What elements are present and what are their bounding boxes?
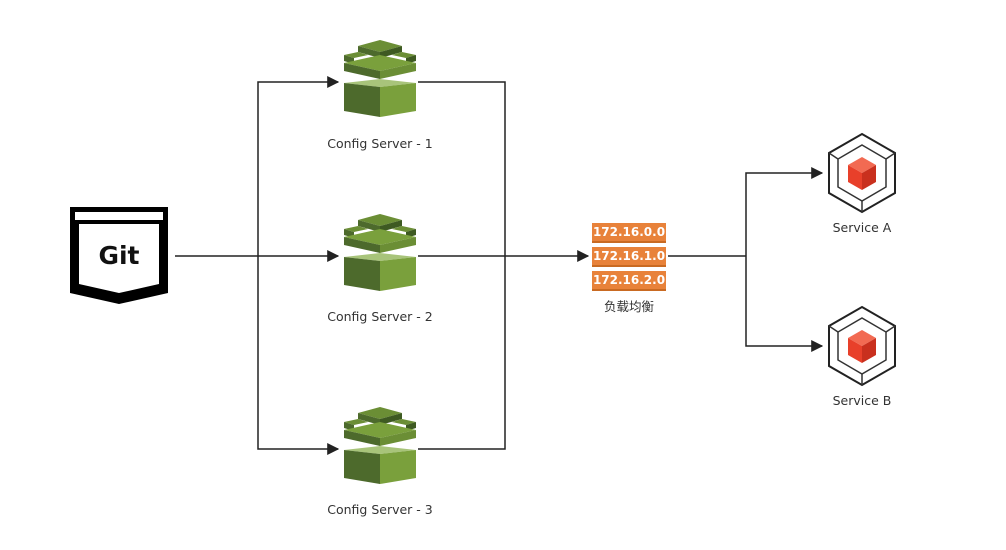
edge-server-1-out xyxy=(418,81,506,256)
hexagon-cube-icon xyxy=(828,306,896,386)
git-label: Git xyxy=(98,241,139,270)
edge-git-to-server-1 xyxy=(257,76,340,256)
config-server-1-label: Config Server - 1 xyxy=(327,136,432,151)
service-a-label: Service A xyxy=(833,220,892,235)
edge-git-to-server-3 xyxy=(257,256,340,455)
config-server-3-label: Config Server - 3 xyxy=(327,502,432,517)
edge-lb-to-service-b xyxy=(745,256,824,352)
load-balancer: 172.16.0.0 172.16.1.0 172.16.2.0 负载均衡 xyxy=(592,223,666,314)
edges xyxy=(175,76,824,455)
service-a: Service A xyxy=(828,133,896,235)
lb-address-1: 172.16.0.0 xyxy=(593,225,665,239)
git-node: Git xyxy=(70,207,168,304)
git-badge-icon xyxy=(70,207,168,304)
lb-address-2: 172.16.1.0 xyxy=(593,249,665,263)
service-b: Service B xyxy=(828,306,896,408)
edge-server-3-out xyxy=(418,256,506,450)
config-server-2: Config Server - 2 xyxy=(327,214,433,324)
aws-server-stack-icon xyxy=(344,407,416,484)
config-server-2-label: Config Server - 2 xyxy=(327,309,432,324)
config-server-3: Config Server - 3 xyxy=(327,407,433,517)
aws-server-stack-icon xyxy=(344,40,416,117)
edge-lb-to-service-a xyxy=(745,167,824,256)
service-b-label: Service B xyxy=(833,393,892,408)
hexagon-cube-icon xyxy=(828,133,896,213)
ip-address-stack-icon xyxy=(592,223,666,291)
lb-label: 负载均衡 xyxy=(604,299,654,314)
config-server-1: Config Server - 1 xyxy=(327,40,433,151)
lb-address-3: 172.16.2.0 xyxy=(593,273,665,287)
aws-server-stack-icon xyxy=(344,214,416,291)
